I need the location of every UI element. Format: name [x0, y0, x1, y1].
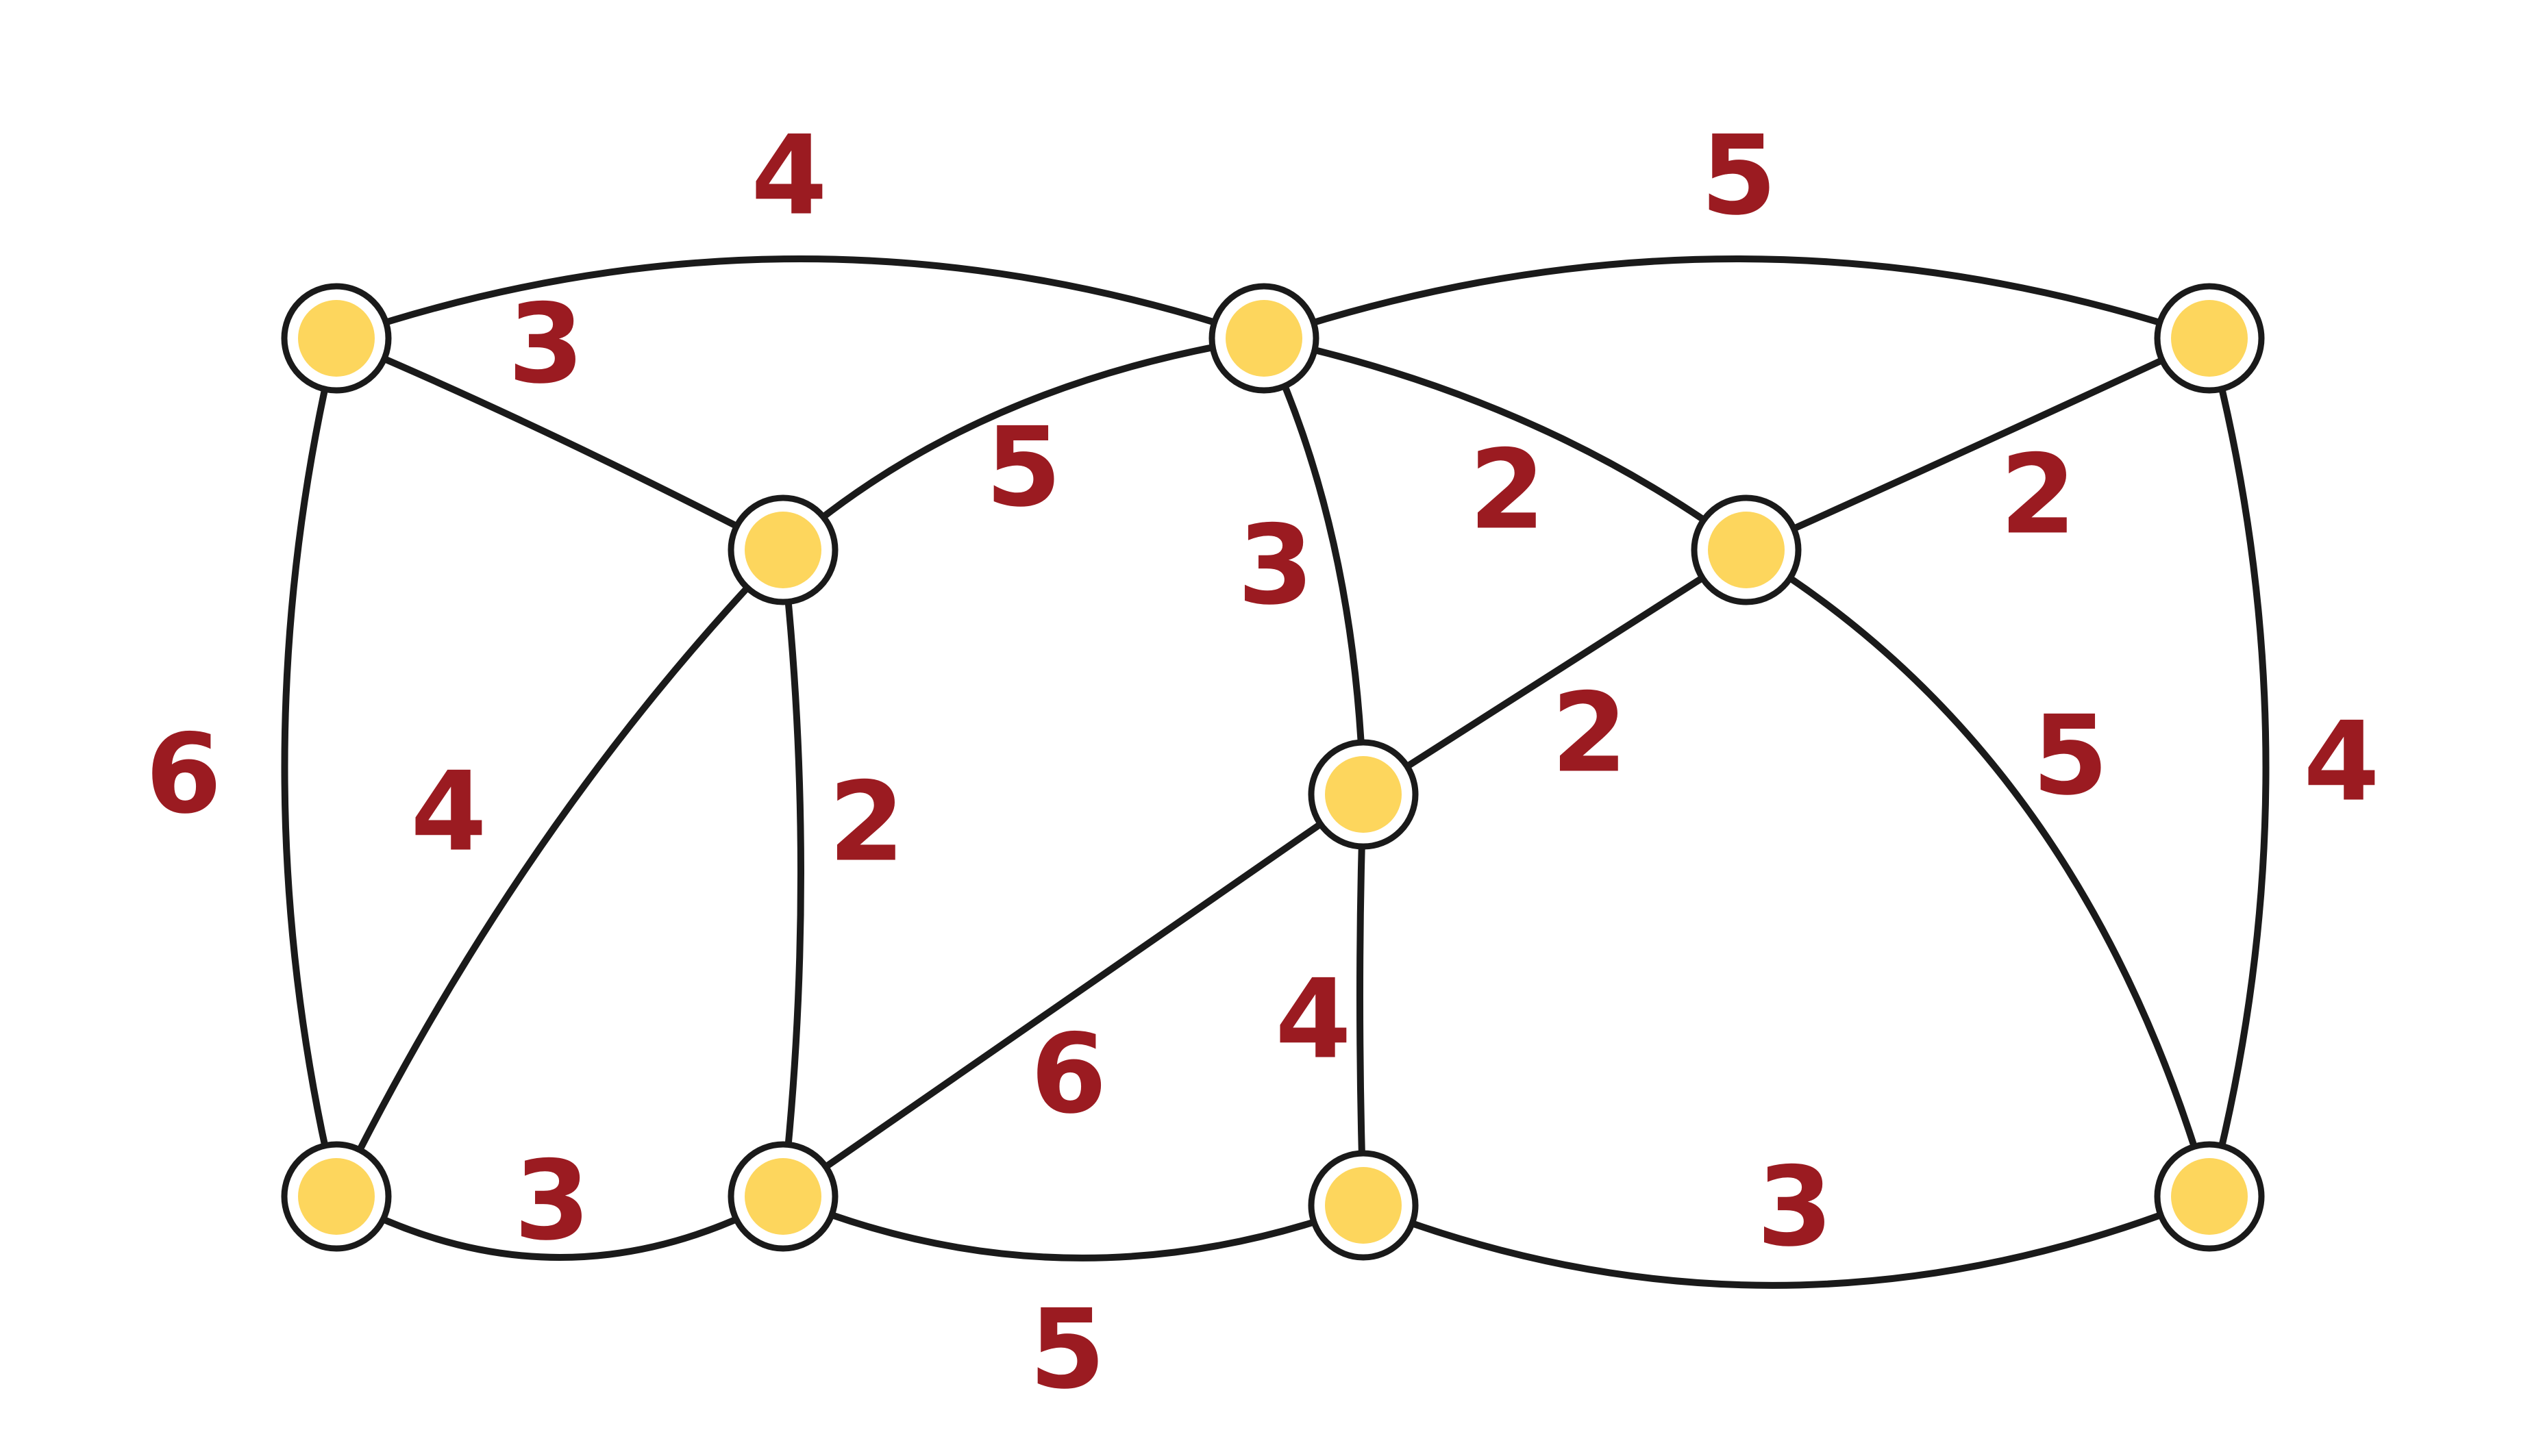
edge-weight-label: 4	[2303, 698, 2379, 826]
edge-f-k	[1743, 547, 2213, 1200]
edge-f-g	[1360, 547, 1750, 798]
edge-weight-label: 3	[1757, 1143, 1833, 1271]
edge-weight-label: 3	[1237, 501, 1313, 629]
graph-node	[728, 1141, 839, 1252]
edge-weight-label: 2	[1469, 426, 1545, 554]
edge-a-d	[333, 255, 1267, 342]
node-core	[1325, 1167, 1402, 1244]
edge-weight-label: 2	[1551, 669, 1627, 797]
nodes-layer	[281, 283, 2265, 1261]
edge-weight-label: 5	[1029, 1285, 1105, 1414]
edge-weight-label: 4	[751, 112, 827, 240]
graph-node	[2154, 1141, 2265, 1252]
node-core	[2171, 300, 2248, 377]
edge-weight-label: 4	[410, 748, 486, 876]
edge-a-e	[333, 335, 786, 553]
node-core	[1708, 512, 1785, 588]
graph-node	[728, 494, 839, 605]
edge-weight-label: 2	[2000, 431, 2076, 559]
edge-i-j	[780, 1193, 1367, 1262]
node-core	[745, 512, 821, 588]
edge-weight-label: 6	[145, 710, 221, 838]
edge-d-g	[1261, 335, 1367, 798]
graph-node	[1308, 739, 1419, 850]
edge-d-f	[1261, 335, 1750, 553]
node-core	[298, 1158, 375, 1235]
edge-weight-label: 5	[1700, 112, 1776, 240]
edge-f-b	[1743, 335, 2213, 553]
graph-node	[1691, 494, 1802, 605]
edge-weight-label: 4	[1275, 955, 1351, 1083]
node-core	[298, 300, 375, 377]
node-core	[745, 1158, 821, 1235]
edge-weight-label: 5	[985, 403, 1061, 531]
edge-weight-label: 6	[1030, 1010, 1106, 1138]
graph-node	[1308, 1150, 1419, 1261]
edge-a-h	[281, 335, 340, 1200]
node-core	[2171, 1158, 2248, 1235]
edge-j-k	[1360, 1193, 2213, 1289]
edge-weight-label: 3	[508, 280, 584, 408]
edge-b-k	[2206, 335, 2270, 1200]
edge-h-i	[333, 1193, 786, 1261]
edge-g-i	[780, 791, 1367, 1200]
edge-d-b	[1261, 255, 2213, 342]
edge-weight-label: 3	[514, 1137, 590, 1265]
graph-node	[2154, 283, 2265, 394]
graph-node	[1208, 283, 1319, 394]
edge-e-i	[780, 547, 804, 1200]
edge-e-d	[780, 335, 1267, 553]
edge-e-h	[333, 547, 786, 1200]
node-core	[1226, 300, 1302, 377]
graph-node	[281, 1141, 392, 1252]
edge-weight-label: 2	[828, 758, 904, 886]
edge-weight-label: 5	[2032, 692, 2108, 820]
graph-node	[281, 283, 392, 394]
edge-g-j	[1356, 791, 1367, 1209]
edges-layer	[281, 255, 2270, 1289]
node-core	[1325, 756, 1402, 833]
